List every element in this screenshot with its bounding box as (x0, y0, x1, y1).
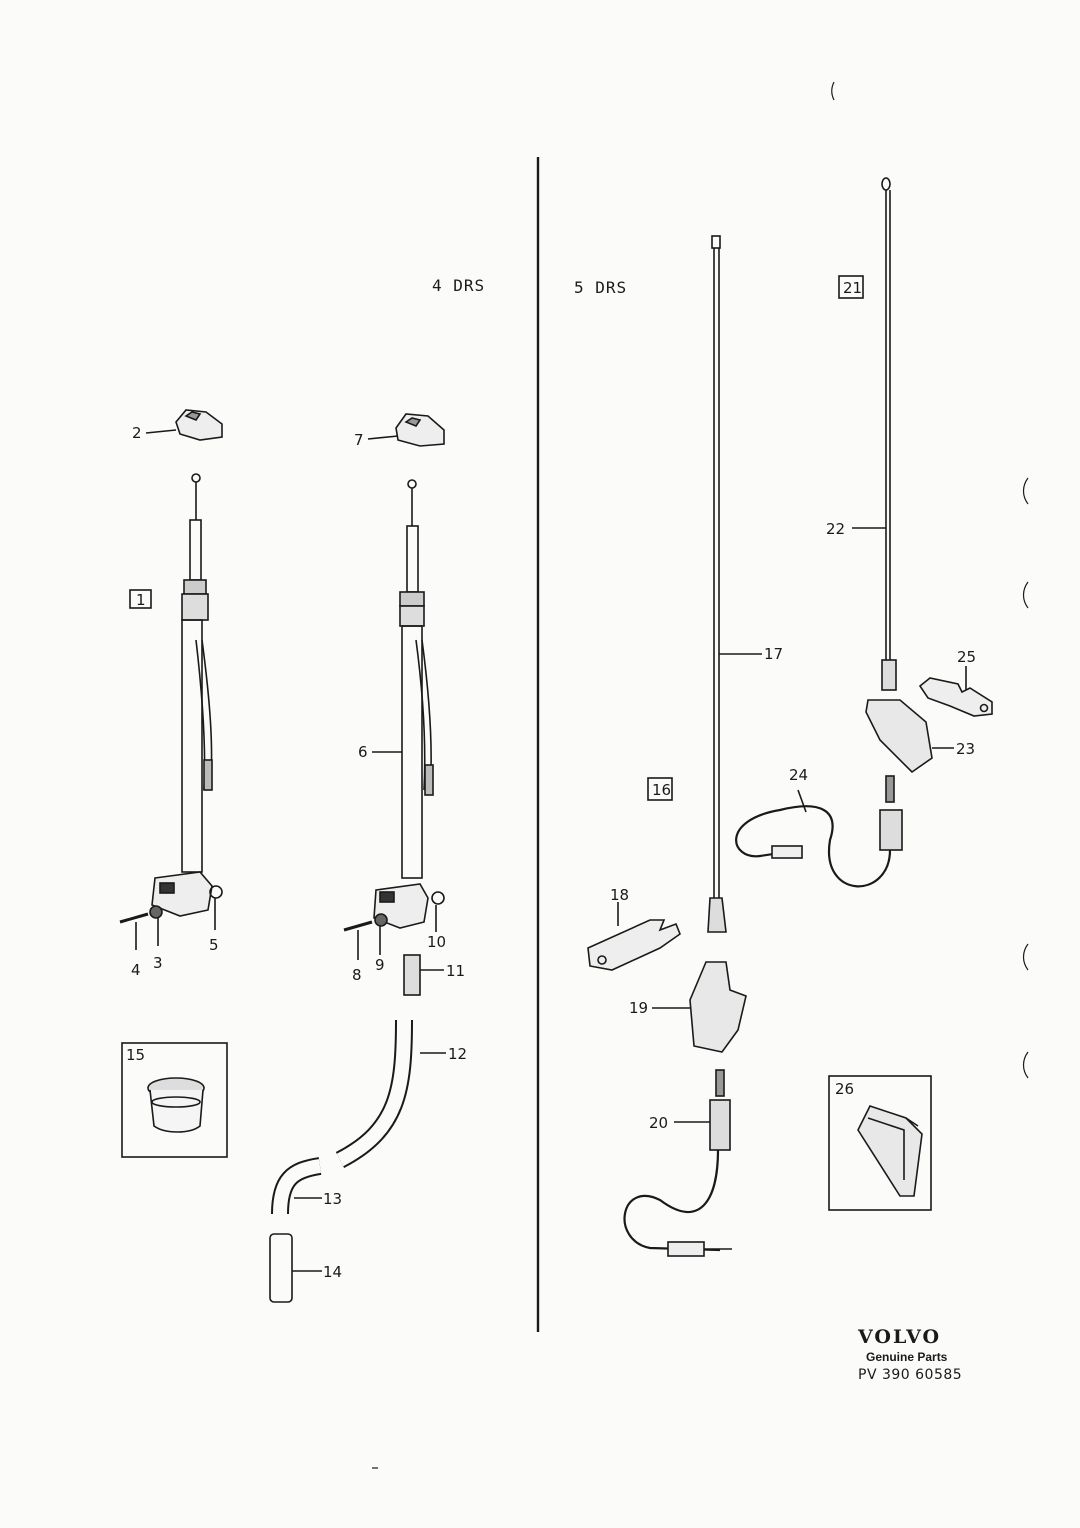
part-label-23: 23 (956, 740, 975, 758)
part-label-1: 1 (136, 591, 146, 609)
part-label-18: 18 (610, 886, 629, 904)
label-box-1 (129, 589, 152, 609)
part-label-16: 16 (652, 781, 671, 799)
part-label-7: 7 (354, 431, 364, 449)
part-label-13: 13 (323, 1190, 342, 1208)
antenna-assembly-1 (119, 409, 223, 950)
part-label-2: 2 (132, 424, 142, 442)
part-label-9: 9 (375, 956, 385, 974)
section-label-4-doors: 4 DRS (432, 276, 485, 295)
part-label-4: 4 (131, 961, 141, 979)
part-label-24: 24 (789, 766, 808, 784)
part-label-10: 10 (427, 933, 446, 951)
part-label-5: 5 (209, 936, 219, 954)
document-code: PV 390 60585 (858, 1367, 963, 1383)
part-26-box (828, 1075, 932, 1211)
antenna-17 (623, 235, 762, 1257)
part-label-8: 8 (352, 966, 362, 984)
section-label-5-doors: 5 DRS (574, 278, 627, 297)
part-label-3: 3 (153, 954, 163, 972)
part-label-20: 20 (649, 1114, 668, 1132)
part-label-21: 21 (843, 279, 862, 297)
part-label-15: 15 (126, 1046, 145, 1064)
bracket-18 (587, 902, 681, 971)
part-label-22: 22 (826, 520, 845, 538)
part-15-cap (147, 1077, 205, 1133)
bracket-25 (918, 666, 993, 717)
part-label-17: 17 (764, 645, 783, 663)
label-box-21 (838, 275, 864, 299)
part-26-cover (857, 1105, 923, 1197)
part-label-25: 25 (957, 648, 976, 666)
margin-marks (372, 81, 1029, 1469)
part-label-6: 6 (358, 743, 368, 761)
part-label-19: 19 (629, 999, 648, 1017)
antenna-22 (735, 177, 954, 888)
part-15-box (121, 1042, 228, 1158)
part-label-26: 26 (835, 1080, 854, 1098)
brand-block: VOLVO Genuine Parts PV 390 60585 (858, 1326, 968, 1383)
brand-subtitle: Genuine Parts (866, 1350, 948, 1364)
part-label-14: 14 (323, 1263, 342, 1281)
part-label-12: 12 (448, 1045, 467, 1063)
antenna-assembly-6 (269, 413, 446, 1303)
volvo-logo: VOLVO (858, 1326, 942, 1348)
label-box-16 (647, 777, 673, 801)
part-label-11: 11 (446, 962, 465, 980)
